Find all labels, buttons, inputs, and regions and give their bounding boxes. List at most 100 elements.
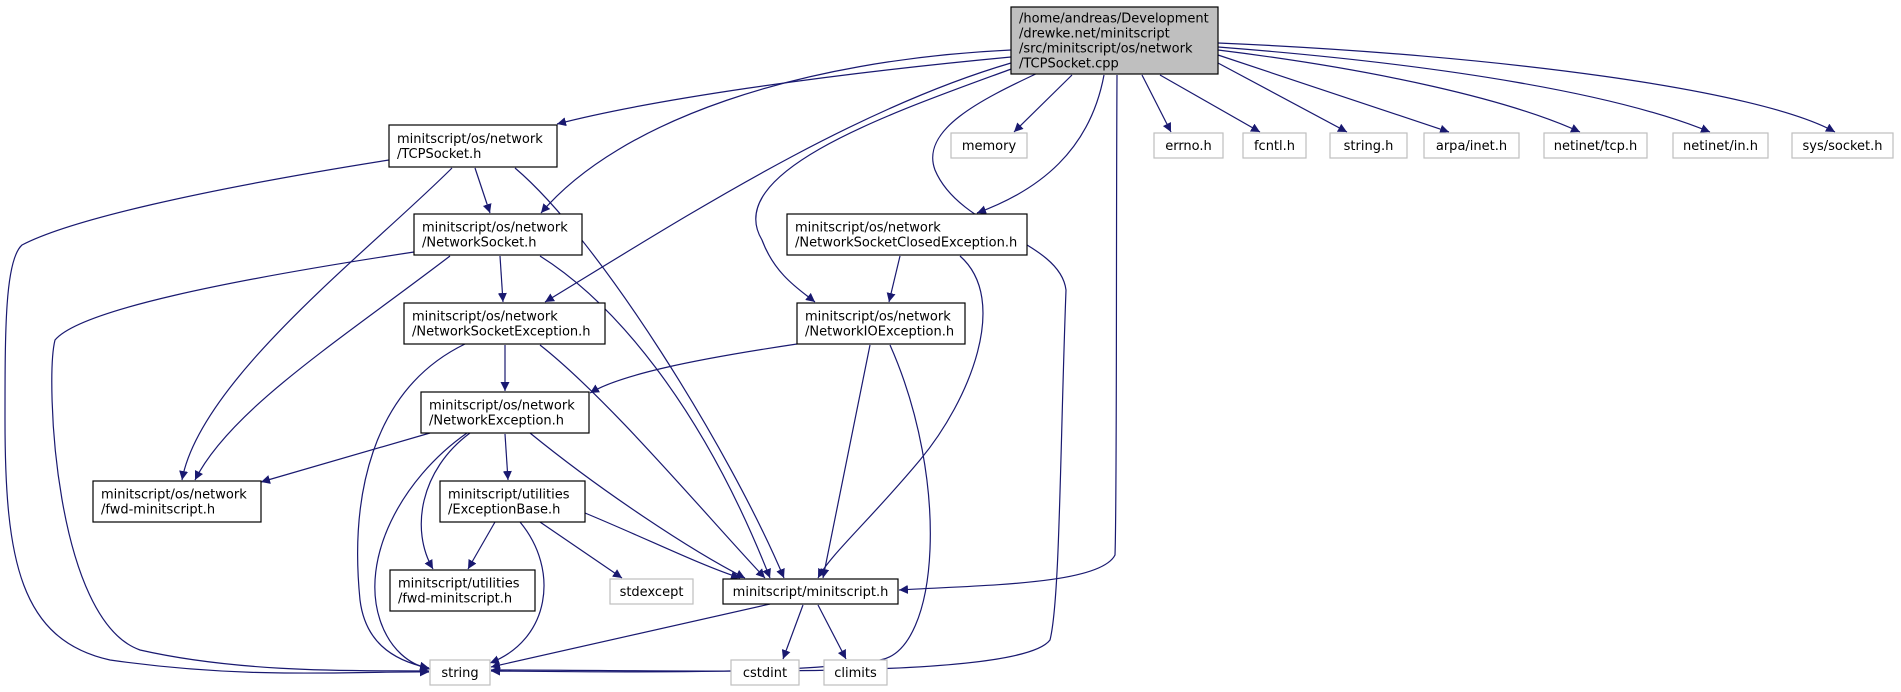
node-box <box>722 578 899 605</box>
node-box <box>730 659 800 686</box>
edge-networkexception_h-to-util_fwd_minitscript_h <box>420 432 471 570</box>
node-climits[interactable]: climits <box>823 659 888 686</box>
edge-root-to-tcpsocket_h <box>556 56 1012 127</box>
node-label-line: /NetworkSocket.h <box>422 236 537 251</box>
node-label-line: minitscript/os/network <box>429 399 575 414</box>
node-networksocket-h[interactable]: minitscript/os/network/NetworkSocket.h <box>413 213 583 256</box>
node-box <box>823 659 888 686</box>
node-box <box>388 124 558 168</box>
node-label-line: minitscript/os/network <box>101 488 247 503</box>
edge-root-to-networksocketclosedexception_h <box>976 74 1105 215</box>
node-string-h[interactable]: string.h <box>1329 132 1408 159</box>
edge-networkexception_h-to-exceptionbase_h <box>502 433 512 481</box>
node-util-fwd-minitscript-h[interactable]: minitscript/utilities/fwd-minitscript.h <box>389 569 536 612</box>
edge-networksocketexception_h-to-minitscript_h <box>539 344 766 579</box>
node-label-line: sys/socket.h <box>1802 139 1882 154</box>
node-box <box>413 213 583 256</box>
node-box <box>1423 132 1520 159</box>
node-networkioexception-h[interactable]: minitscript/os/network/NetworkIOExceptio… <box>796 302 966 345</box>
edge-tcpsocket_h-to-minitscript_h <box>514 167 785 579</box>
node-box <box>1672 132 1769 159</box>
node-root[interactable]: /home/andreas/Development/drewke.net/min… <box>1010 6 1219 75</box>
edge-root-to-sys_socket_h <box>1217 42 1836 133</box>
node-label-line: /home/andreas/Development <box>1019 12 1209 27</box>
node-fcntl-h[interactable]: fcntl.h <box>1242 132 1307 159</box>
edge-minitscript_h-to-string <box>490 603 771 670</box>
edge-exceptionbase_h-to-util_fwd_minitscript_h <box>467 521 496 570</box>
node-box <box>389 569 536 612</box>
edge-root-to-arpa_inet_h <box>1217 54 1450 134</box>
node-label-line: minitscript/os/network <box>805 310 951 325</box>
edge-networkexception_h-to-string <box>374 432 468 672</box>
node-box <box>796 302 966 345</box>
edge-minitscript_h-to-cstdint <box>781 604 804 660</box>
node-label-line: minitscript/minitscript.h <box>733 585 889 600</box>
edge-root-to-fcntl_h <box>1159 74 1261 133</box>
edge-networksocket_h-to-minitscript_h <box>539 255 771 579</box>
node-box <box>429 659 491 686</box>
node-box <box>950 132 1028 159</box>
node-label-line: string.h <box>1344 139 1394 154</box>
node-label-line: memory <box>962 139 1017 154</box>
node-netinet-tcp-h[interactable]: netinet/tcp.h <box>1543 132 1648 159</box>
edge-networksocketclosedexception_h-to-networkioexception_h <box>886 255 901 303</box>
node-label-line: /fwd-minitscript.h <box>398 592 512 607</box>
node-label-line: netinet/in.h <box>1683 139 1758 154</box>
node-label-line: minitscript/utilities <box>398 577 520 592</box>
node-box <box>403 302 606 345</box>
node-label-line: stdexcept <box>620 585 684 600</box>
node-box <box>786 213 1028 256</box>
node-label-line: minitscript/os/network <box>397 132 543 147</box>
edge-root-to-memory <box>1013 74 1073 133</box>
nodes-layer: /home/andreas/Development/drewke.net/min… <box>92 6 1894 686</box>
node-stdexcept[interactable]: stdexcept <box>609 578 694 605</box>
node-box <box>420 391 590 434</box>
node-label-line: cstdint <box>743 666 787 681</box>
edge-networkioexception_h-to-networkexception_h <box>589 343 798 394</box>
node-label-line: errno.h <box>1165 139 1212 154</box>
node-label-line: /ExceptionBase.h <box>448 503 560 518</box>
node-minitscript-h[interactable]: minitscript/minitscript.h <box>722 578 899 605</box>
node-netinet-in-h[interactable]: netinet/in.h <box>1672 132 1769 159</box>
node-box <box>1791 132 1894 159</box>
node-box <box>1153 132 1224 159</box>
node-label-line: /TCPSocket.cpp <box>1019 57 1119 72</box>
node-tcpsocket-h[interactable]: minitscript/os/network/TCPSocket.h <box>388 124 558 168</box>
edge-tcpsocket_h-to-networksocket_h <box>474 167 492 214</box>
node-box <box>1329 132 1408 159</box>
node-sys-socket-h[interactable]: sys/socket.h <box>1791 132 1894 159</box>
node-box <box>609 578 694 605</box>
edge-exceptionbase_h-to-minitscript_h <box>584 512 741 580</box>
edge-root-to-netinet_in_h <box>1217 46 1711 133</box>
node-string[interactable]: string <box>429 659 491 686</box>
node-networksocketclosedexception-h[interactable]: minitscript/os/network/NetworkSocketClos… <box>786 213 1028 256</box>
edge-tcpsocket_h-to-os_fwd_minitscript_h <box>179 167 453 481</box>
node-box <box>1543 132 1648 159</box>
node-label-line: minitscript/os/network <box>422 221 568 236</box>
node-arpa-inet-h[interactable]: arpa/inet.h <box>1423 132 1520 159</box>
node-cstdint[interactable]: cstdint <box>730 659 800 686</box>
edge-root-to-minitscript_h <box>898 74 1118 594</box>
node-networkexception-h[interactable]: minitscript/os/network/NetworkException.… <box>420 391 590 434</box>
node-memory[interactable]: memory <box>950 132 1028 159</box>
edge-networksocket_h-to-networksocketexception_h <box>497 255 507 303</box>
node-label-line: /fwd-minitscript.h <box>101 503 215 518</box>
node-box <box>1010 6 1219 75</box>
node-networksocketexception-h[interactable]: minitscript/os/network/NetworkSocketExce… <box>403 302 606 345</box>
edge-networksocket_h-to-os_fwd_minitscript_h <box>194 255 451 481</box>
node-label-line: /TCPSocket.h <box>397 147 481 162</box>
node-label-line: /NetworkException.h <box>429 414 564 429</box>
node-exceptionbase-h[interactable]: minitscript/utilities/ExceptionBase.h <box>439 480 586 523</box>
node-label-line: /drewke.net/minitscript <box>1019 27 1170 42</box>
node-label-line: netinet/tcp.h <box>1554 139 1638 154</box>
node-label-line: climits <box>834 666 877 681</box>
node-label-line: /NetworkIOException.h <box>805 325 954 340</box>
node-os-fwd-minitscript-h[interactable]: minitscript/os/network/fwd-minitscript.h <box>92 480 262 523</box>
edges-layer <box>4 42 1836 677</box>
node-label-line: minitscript/os/network <box>412 310 558 325</box>
edge-root-to-networkioexception_h <box>755 67 1015 303</box>
edge-exceptionbase_h-to-string <box>489 521 545 664</box>
edge-root-to-errno_h <box>1141 74 1172 133</box>
node-errno-h[interactable]: errno.h <box>1153 132 1224 159</box>
